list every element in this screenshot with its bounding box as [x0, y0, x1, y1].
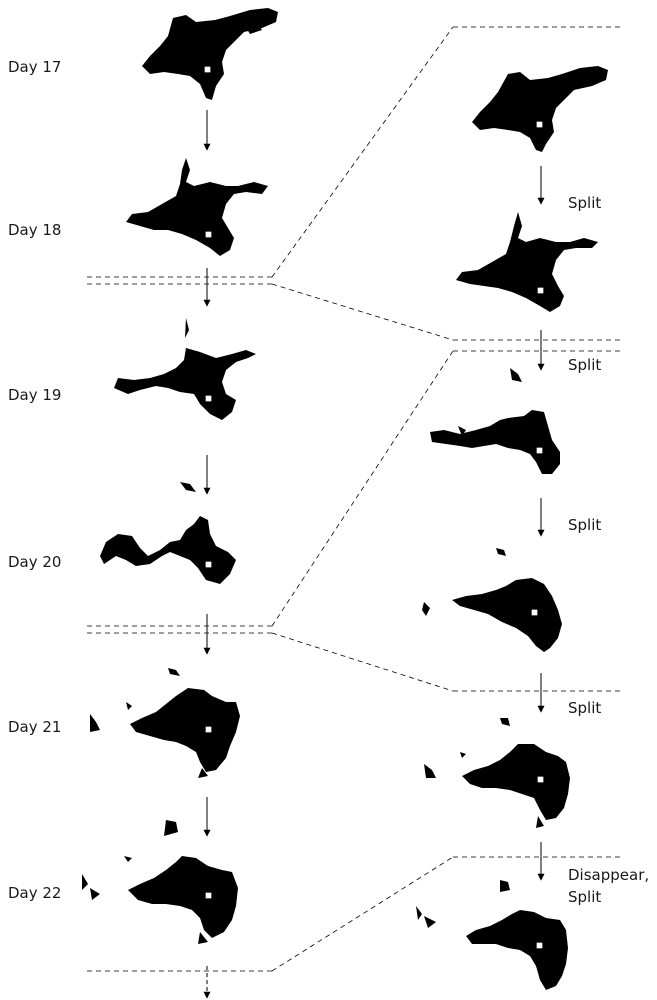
- day-label-21: Day 21: [8, 718, 61, 736]
- event-label-2: Split: [568, 356, 601, 374]
- event-label-4: Split: [568, 699, 601, 717]
- event-label-3: Split: [568, 516, 601, 534]
- zoom-connector-1a: [271, 26, 454, 278]
- center-marker-right-1: [535, 120, 544, 129]
- blob-right-6: [416, 880, 568, 990]
- blob-day20: [100, 482, 236, 584]
- center-marker-right-3: [535, 446, 544, 455]
- center-marker-day18: [204, 230, 213, 239]
- center-marker-day20: [204, 560, 213, 569]
- center-marker-right-2: [536, 286, 545, 295]
- day-label-19: Day 19: [8, 386, 61, 404]
- center-marker-day21: [204, 725, 213, 734]
- zoom-connector-2a: [271, 350, 454, 627]
- blob-day18: [126, 158, 268, 256]
- center-marker-right-5: [536, 775, 545, 784]
- day-label-20: Day 20: [8, 553, 61, 571]
- event-label-5a: Disappear,: [568, 866, 649, 884]
- blob-day22: [82, 820, 238, 944]
- day-label-18: Day 18: [8, 221, 61, 239]
- center-marker-day22: [204, 891, 213, 900]
- day-label-22: Day 22: [8, 884, 61, 902]
- day-label-17: Day 17: [8, 58, 61, 76]
- blob-right-1: [472, 66, 608, 152]
- blob-day21: [90, 668, 240, 778]
- zoom-connector-3: [271, 856, 454, 972]
- blob-right-2: [456, 212, 598, 312]
- center-marker-day17: [203, 65, 212, 74]
- blob-day19: [114, 318, 256, 420]
- zoom-connector-2b: [271, 632, 454, 692]
- event-label-1: Split: [568, 194, 601, 212]
- blob-right-3: [430, 368, 560, 474]
- center-marker-right-6: [535, 941, 544, 950]
- center-marker-day19: [204, 394, 213, 403]
- blob-day17: [142, 8, 278, 100]
- zoom-connector-1b: [271, 283, 454, 341]
- blob-right-5: [424, 718, 570, 828]
- blob-right-4: [422, 548, 562, 652]
- event-label-5b: Split: [568, 888, 601, 906]
- center-marker-right-4: [530, 608, 539, 617]
